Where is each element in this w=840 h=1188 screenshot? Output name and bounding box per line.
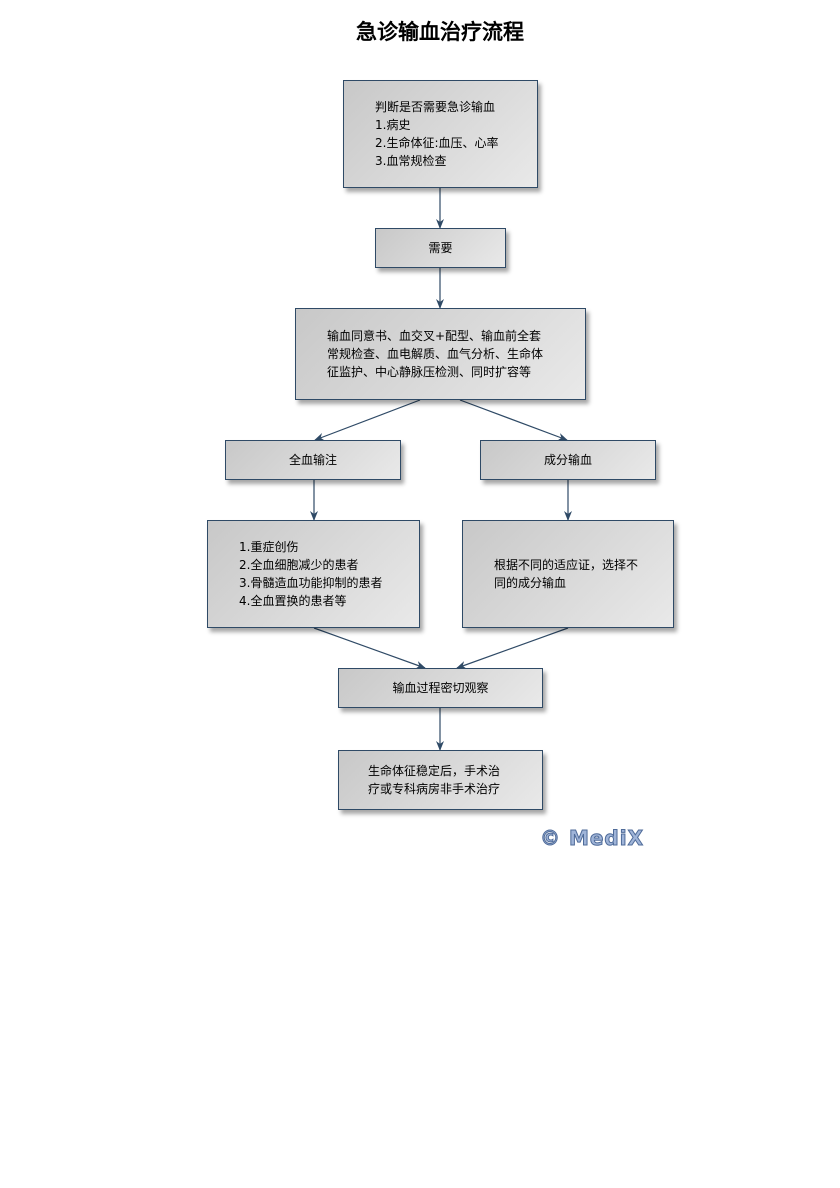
node-component-indications: 根据不同的适应证，选择不 同的成分输血 xyxy=(462,520,674,628)
node-whole-blood: 全血输注 xyxy=(225,440,401,480)
node-whole-blood-text: 全血输注 xyxy=(288,453,337,467)
node-assess: 判断是否需要急诊输血 1.病史 2.生命体征:血压、心率 3.血常规检查 xyxy=(343,80,538,188)
node-component-text: 成分输血 xyxy=(543,453,592,467)
node-prep-text: 输血同意书、血交叉+配型、输血前全套 常规检查、血电解质、血气分析、生命体 征监… xyxy=(327,329,544,379)
arrow-prep-component xyxy=(459,399,568,441)
node-prep: 输血同意书、血交叉+配型、输血前全套 常规检查、血电解质、血气分析、生命体 征监… xyxy=(295,308,586,400)
node-observe: 输血过程密切观察 xyxy=(338,668,543,708)
node-outcome: 生命体征稳定后，手术治 疗或专科病房非手术治疗 xyxy=(338,750,543,810)
node-whole-indications: 1.重症创伤 2.全血细胞减少的患者 3.骨髓造血功能抑制的患者 4.全血置换的… xyxy=(207,520,420,628)
node-outcome-text: 生命体征稳定后，手术治 疗或专科病房非手术治疗 xyxy=(368,764,501,796)
node-assess-text: 判断是否需要急诊输血 1.病史 2.生命体征:血压、心率 3.血常规检查 xyxy=(375,100,499,168)
node-component: 成分输血 xyxy=(480,440,656,480)
node-whole-indications-text: 1.重症创伤 2.全血细胞减少的患者 3.骨髓造血功能抑制的患者 4.全血置换的… xyxy=(239,540,383,608)
node-need-text: 需要 xyxy=(428,241,453,255)
arrow-whole-observe xyxy=(313,627,426,669)
node-component-indications-text: 根据不同的适应证，选择不 同的成分输血 xyxy=(494,558,639,590)
arrow-prep-whole xyxy=(314,399,421,441)
node-observe-text: 输血过程密切观察 xyxy=(392,681,489,695)
watermark-logo: © MediX xyxy=(539,826,645,851)
arrow-component-observe xyxy=(456,627,569,669)
node-need: 需要 xyxy=(375,228,506,268)
page-title: 急诊输血治疗流程 xyxy=(356,19,524,44)
